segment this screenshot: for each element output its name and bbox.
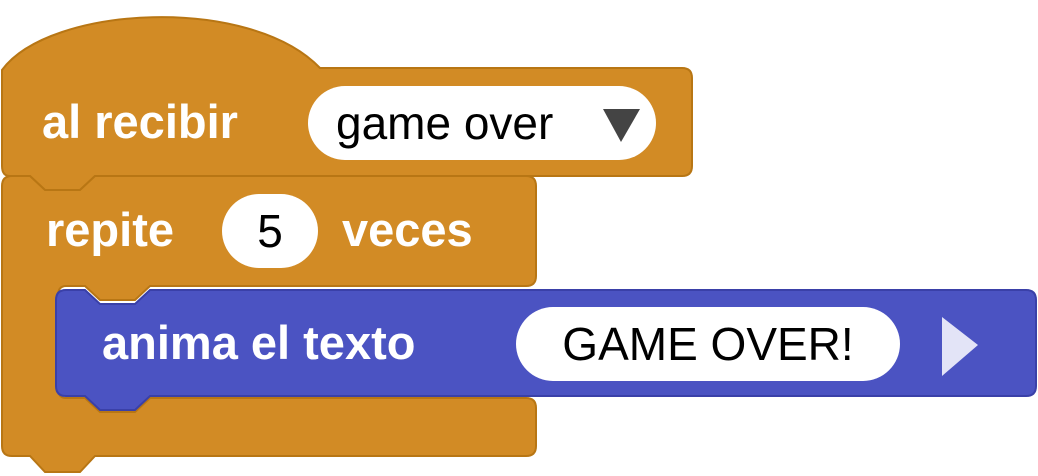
animate-text-input[interactable] bbox=[516, 307, 900, 381]
triangle-down-icon bbox=[603, 109, 640, 142]
animate-text-field[interactable]: GAME OVER! bbox=[516, 307, 900, 381]
animate-text-label: anima el texto bbox=[102, 316, 415, 369]
play-triangle-icon[interactable] bbox=[942, 317, 978, 376]
event-block-label: al recibir bbox=[42, 95, 238, 148]
repeat-count-input[interactable] bbox=[222, 194, 318, 268]
repeat-count-value: 5 bbox=[257, 205, 283, 257]
message-dropdown-field[interactable] bbox=[308, 86, 656, 160]
repeat-label-before: repite bbox=[46, 203, 174, 256]
repeat-count-field[interactable]: 5 bbox=[222, 194, 318, 268]
event-block-receive[interactable]: al recibir game over bbox=[1, 16, 693, 191]
repeat-label-after: veces bbox=[342, 203, 473, 256]
message-dropdown[interactable]: game over bbox=[308, 86, 656, 160]
animate-text-block[interactable]: anima el texto GAME OVER! bbox=[55, 289, 1037, 411]
animate-text-value: GAME OVER! bbox=[562, 318, 853, 370]
message-dropdown-value: game over bbox=[336, 97, 553, 149]
repeat-block[interactable]: repite 5 veces bbox=[1, 175, 537, 473]
